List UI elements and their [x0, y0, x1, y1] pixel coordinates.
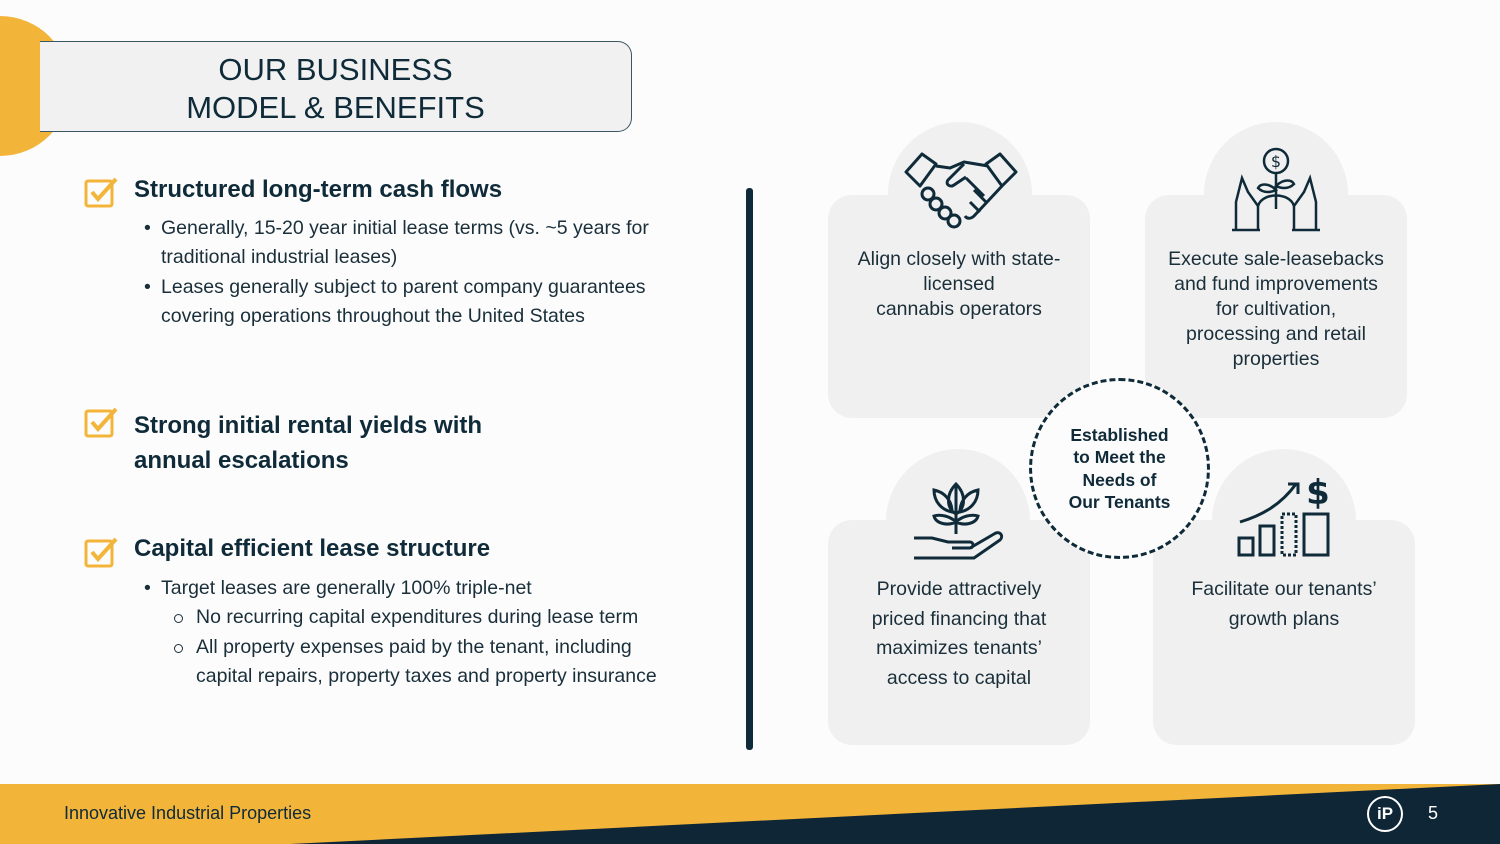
center-text: Needs of	[1082, 469, 1157, 490]
footer-company: Innovative Industrial Properties	[64, 803, 312, 823]
card-text: for cultivation,	[1215, 298, 1337, 320]
card-operators: Align closely with state- licensed canna…	[828, 195, 1090, 418]
card-text: priced financing that	[871, 607, 1047, 630]
checkbox-icon	[84, 537, 118, 568]
svg-text:$: $	[1271, 152, 1281, 171]
title-line: OUR BUSINESS	[218, 52, 453, 87]
page-title: OUR BUSINESS MODEL & BENEFITS	[40, 41, 632, 132]
bullet-list: Target leases are generally 100% triple-…	[144, 574, 664, 691]
growth-chart-icon: $	[1237, 473, 1330, 557]
card-text: Provide attractively	[876, 578, 1042, 600]
section-heading: Structured long-term cash flows	[134, 176, 503, 203]
sub-bullet: All property expenses paid by the tenant…	[144, 633, 664, 692]
card-sale-leasebacks: Execute sale-leasebacks and fund improve…	[1145, 195, 1407, 418]
page-number: 5	[1428, 803, 1439, 823]
card-text: cannabis operators	[876, 298, 1042, 320]
hand-plant-icon	[914, 481, 1004, 560]
center-text: to Meet the	[1073, 447, 1166, 467]
hands-money-plant-icon: $	[1232, 147, 1320, 232]
sub-bullet: No recurring capital expenditures during…	[144, 603, 664, 632]
card-text: Align closely with state-	[857, 248, 1061, 270]
company-logo: iP	[1367, 796, 1403, 832]
card-text: Execute sale-leasebacks	[1168, 248, 1384, 270]
center-text: Established	[1070, 424, 1169, 445]
section-heading: annual escalations	[134, 447, 349, 474]
handshake-icon	[904, 152, 1018, 229]
card-text: licensed	[923, 273, 995, 295]
bullet: Target leases are generally 100% triple-…	[144, 574, 664, 604]
title-line: MODEL & BENEFITS	[186, 90, 485, 125]
checkbox-icon	[84, 407, 118, 438]
checkbox-icon	[84, 177, 118, 208]
center-text: Our Tenants	[1068, 492, 1171, 512]
divider	[746, 188, 753, 750]
center-badge: Established to Meet the Needs of Our Ten…	[1029, 378, 1210, 559]
card-text: and fund improvements	[1174, 273, 1378, 295]
card-text: properties	[1232, 348, 1320, 370]
card-text: growth plans	[1228, 607, 1340, 630]
bullet: Generally, 15-20 year initial lease term…	[144, 214, 664, 273]
card-text: Facilitate our tenants’	[1191, 578, 1377, 600]
section-heading: Strong initial rental yields with	[134, 412, 483, 439]
card-growth: Facilitate our tenants’ growth plans	[1153, 520, 1415, 745]
bullet: Leases generally subject to parent compa…	[144, 273, 664, 332]
footer-band	[0, 784, 1500, 844]
card-text: maximizes tenants’	[876, 637, 1042, 659]
bullet-list: Generally, 15-20 year initial lease term…	[144, 214, 664, 331]
section-heading: Capital efficient lease structure	[134, 535, 491, 562]
svg-text:$: $	[1306, 473, 1330, 513]
card-text: processing and retail	[1186, 323, 1366, 345]
card-text: access to capital	[886, 666, 1032, 689]
